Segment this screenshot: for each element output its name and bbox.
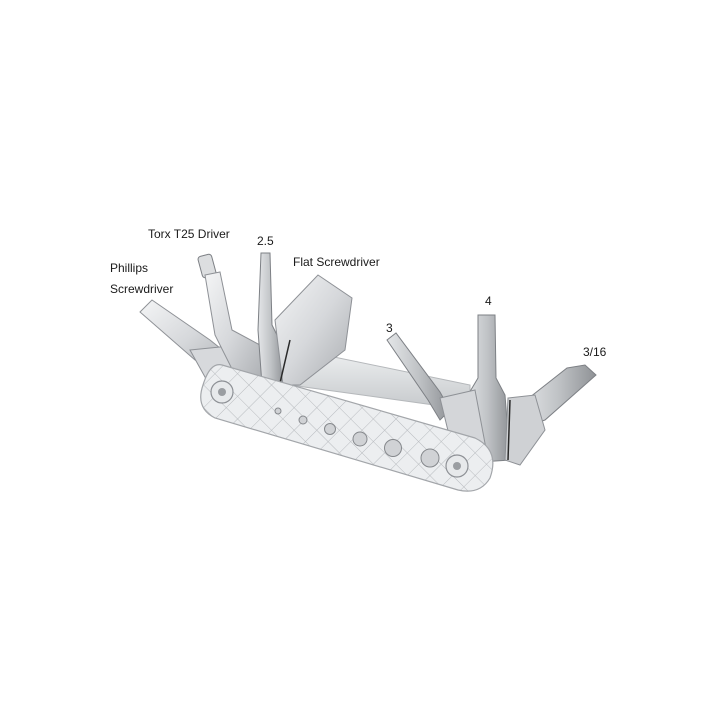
threaded-holes (274, 407, 440, 468)
label-torx-t25: Torx T25 Driver (148, 227, 230, 241)
label-flat-screwdriver: Flat Screwdriver (293, 255, 380, 269)
label-hex-2-5: 2.5 (257, 234, 274, 248)
knurled-handle (200, 364, 494, 492)
label-phillips-line2: Screwdriver (110, 282, 174, 296)
hex-key-3-16 (504, 364, 597, 466)
label-hex-4: 4 (485, 294, 492, 308)
label-hex-3: 3 (386, 321, 393, 335)
label-phillips-line1: Phillips (110, 261, 149, 275)
label-hex-3-16: 3/16 (583, 345, 607, 359)
